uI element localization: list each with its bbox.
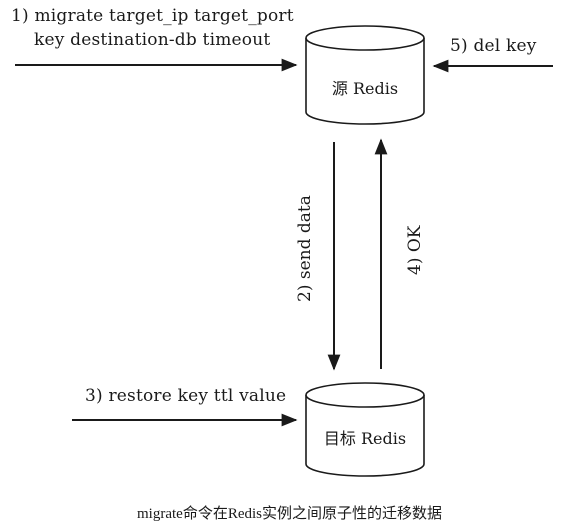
target-redis-label: 目标 Redis xyxy=(323,429,407,448)
migrate-command-line2: key destination-db timeout xyxy=(34,30,271,50)
del-key-label: 5) del key xyxy=(450,36,537,56)
ok-label: 4) OK xyxy=(405,225,425,276)
source-redis-cylinder xyxy=(305,25,425,125)
diagram-caption: migrate命令在Redis实例之间原子性的迁移数据 xyxy=(137,506,442,522)
restore-label: 3) restore key ttl value xyxy=(85,386,287,406)
migrate-command-line1: 1) migrate target_ip target_port xyxy=(11,6,294,26)
target-redis-cylinder xyxy=(305,382,425,477)
source-redis-label: 源 Redis xyxy=(331,79,399,98)
send-data-label: 2) send data xyxy=(295,195,315,302)
